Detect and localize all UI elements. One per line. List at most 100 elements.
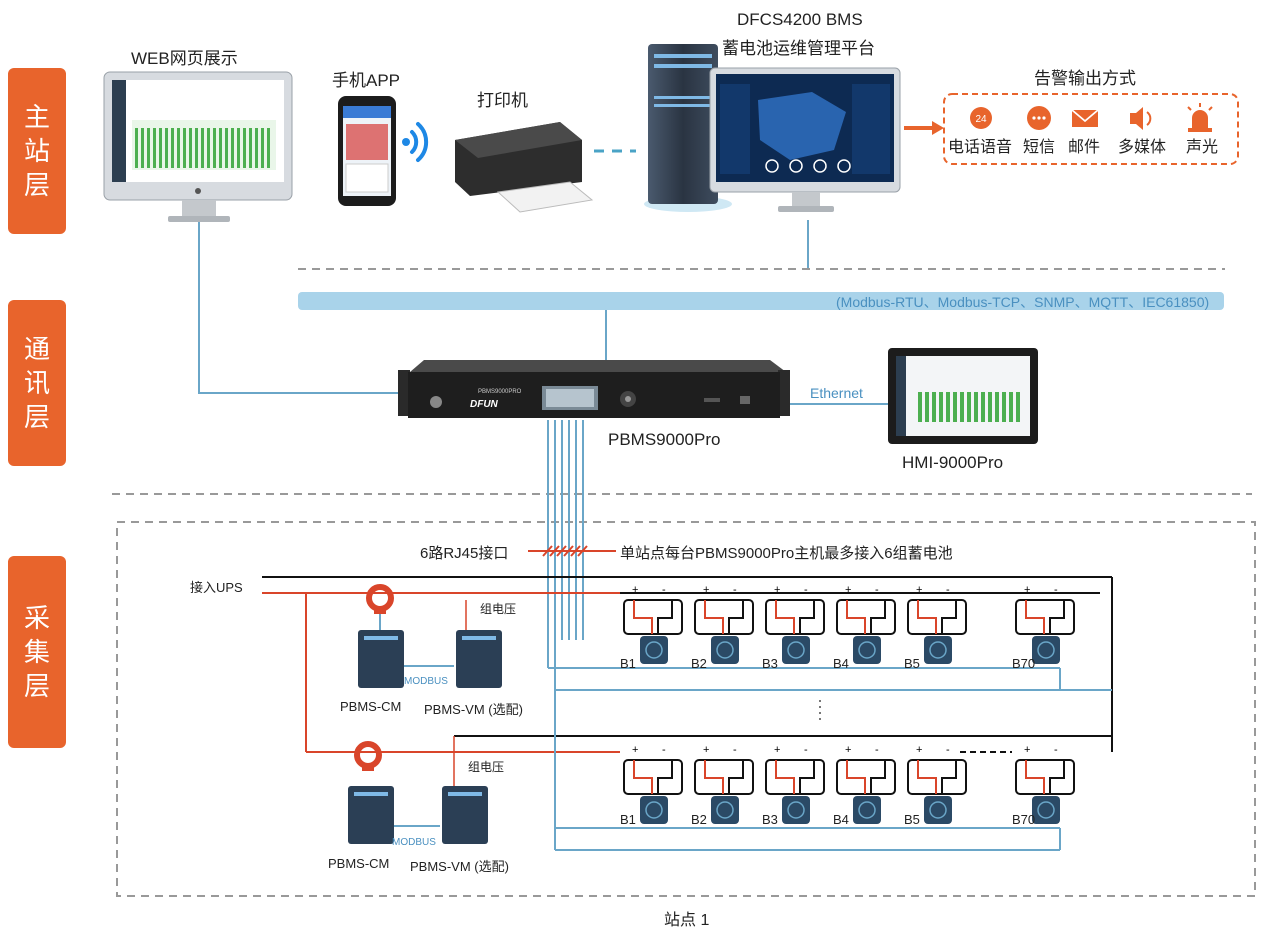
alarm-box [943,93,1239,165]
battery-label: B4 [833,656,849,671]
minus-terminal-label: - [875,584,879,596]
cell-monitor-module [640,636,668,664]
minus-terminal-label: - [733,744,737,756]
ethernet-label: Ethernet [810,385,863,401]
minus-terminal-label: - [946,584,950,596]
battery-cell: +- [694,584,754,664]
minus-terminal-label: - [875,744,879,756]
current-sensor-icon-1 [366,584,394,614]
rj45-dashed-ends [561,616,584,640]
pbms-cm-module-1 [358,630,404,688]
alarm-method-sms: 短信 [1023,139,1056,156]
alarm-method-light: 声光 [1186,139,1219,156]
host-device-image: PBMS9000PRO DFUN [398,360,790,418]
battery-cell: +- [907,744,967,824]
rj45-label: 6路RJ45接口 [420,545,509,562]
cell-monitor-module [1032,636,1060,664]
server-image [644,44,732,212]
web-monitor-image [103,71,293,222]
svg-text:24: 24 [975,114,987,125]
rj45-note: 单站点每台PBMS9000Pro主机最多接入6组蓄电池 [620,545,953,562]
battery-row-group2: +-+-+-+-+-+- [623,744,1075,824]
plus-terminal-label: + [774,584,780,596]
cell-monitor-module [782,636,810,664]
printer-image [455,122,594,213]
cell-monitor-module [640,796,668,824]
cell-monitor-module [1032,796,1060,824]
ups-label: 接入UPS [190,580,243,595]
cell-monitor-module [711,636,739,664]
pbms-cm-module-2 [348,786,394,844]
sms-icon [1027,106,1051,130]
battery-label: B3 [762,812,778,827]
plus-terminal-label: + [632,744,638,756]
battery-label: B2 [691,812,707,827]
minus-terminal-label: - [804,744,808,756]
cell-monitor-module [924,796,952,824]
alarm-method-phone: 电话语音 [948,139,1013,156]
alarm-method-multimedia: 多媒体 [1118,139,1167,156]
group-voltage-label-1: 组电压 [480,602,517,616]
group-voltage-label-2: 组电压 [468,760,505,774]
plus-terminal-label: + [845,584,851,596]
printer-label: 打印机 [477,91,528,110]
battery-label: B4 [833,812,849,827]
cell-monitor-module [853,636,881,664]
cell-monitor-module [924,636,952,664]
battery-label: B2 [691,656,707,671]
cell-monitor-module [711,796,739,824]
cm-label-2: PBMS-CM [328,856,390,871]
minus-terminal-label: - [733,584,737,596]
web-to-host [198,222,398,394]
battery-cell: +- [694,744,754,824]
platform-title-line1: DFCS4200 BMS [737,10,863,29]
minus-terminal-label: - [662,584,666,596]
protocol-text: (Modbus-RTU、Modbus-TCP、SNMP、MQTT、IEC6185… [836,294,1210,310]
alarm-light-icon [1187,103,1213,132]
mail-icon [1071,109,1099,127]
battery-label: B1 [620,656,636,671]
plus-terminal-label: + [703,584,709,596]
plus-terminal-label: + [774,744,780,756]
plus-terminal-label: + [845,744,851,756]
minus-terminal-label: - [946,744,950,756]
layer-tab-master: 主 站 层 [8,68,66,234]
cell-monitor-module [782,796,810,824]
plus-terminal-label: + [916,584,922,596]
minus-terminal-label: - [804,584,808,596]
pbms-vm-module-2 [442,786,488,844]
hmi-green-bars [918,392,1020,422]
layer-tab-communication: 通 讯 层 [8,300,66,466]
plus-terminal-label: + [632,584,638,596]
battery-cell: +- [907,584,967,664]
minus-terminal-label: - [662,744,666,756]
battery-cell: +- [765,584,825,664]
battery-label: B70 [1012,812,1036,827]
platform-title-line2: 蓄电池运维管理平台 [722,39,875,58]
battery-label: B1 [620,812,636,827]
phone-24h-icon: 24 [970,107,992,129]
minus-terminal-label: - [1054,584,1058,596]
alarm-title: 告警输出方式 [1034,69,1136,88]
modbus-label-1: MODBUS [404,676,448,687]
hmi-name-label: HMI-9000Pro [902,453,1004,472]
battery-cell: +- [836,584,896,664]
plus-terminal-label: + [703,744,709,756]
vm-label-1: PBMS-VM (选配) [424,702,523,717]
battery-cell: +- [1015,584,1075,664]
platform-monitor-image [709,67,901,212]
battery-label: B3 [762,656,778,671]
protocol-bus [298,292,1224,310]
web-label: WEB网页展示 [131,49,238,68]
web-green-bars [135,128,270,168]
plus-terminal-label: + [1024,584,1030,596]
pbms-vm-module-1 [456,630,502,688]
plus-terminal-label: + [916,744,922,756]
battery-cell: +- [623,744,683,824]
app-label: 手机APP [332,71,401,90]
battery-cell: +- [836,744,896,824]
site-label: 站点 1 [664,912,710,929]
battery-cell: +- [1015,744,1075,824]
speaker-icon [1130,107,1152,130]
